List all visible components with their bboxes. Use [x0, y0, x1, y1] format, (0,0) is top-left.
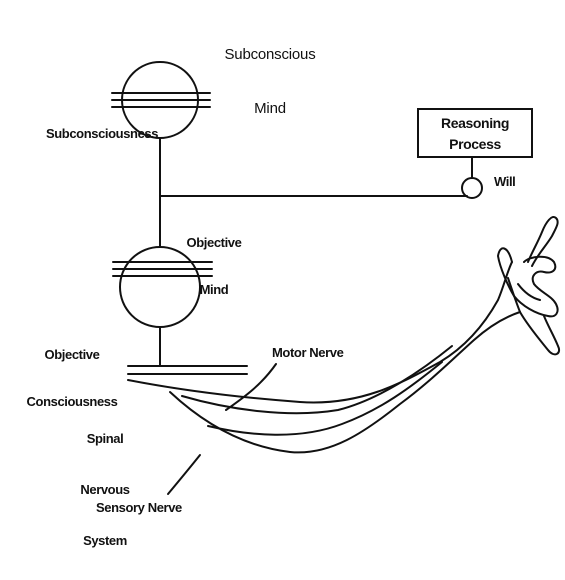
- sensory-nerve-label: Sensory Nerve: [96, 500, 182, 516]
- diagram-stage: Subconscious Mind Subconsciousness Reaso…: [0, 0, 565, 530]
- will-symbol: [462, 178, 482, 198]
- objective-mind-label: Objective Mind: [166, 204, 262, 329]
- objective-consciousness-label-line1: Objective: [2, 347, 142, 363]
- reasoning-process-label-line2: Process: [419, 136, 531, 152]
- arm-lower-contour: [170, 312, 520, 452]
- objective-mind-label-line1: Objective: [166, 235, 262, 251]
- motor-nerve-pointer: [226, 364, 276, 410]
- subconsciousness-label: Subconsciousness: [46, 126, 158, 142]
- objective-mind-label-line2: Mind: [166, 282, 262, 298]
- subconscious-mind-label-line1: Subconscious: [222, 46, 318, 64]
- reasoning-process-box: Reasoning Process: [417, 108, 533, 158]
- spinal-nervous-system-label: Spinal Nervous System: [60, 400, 150, 580]
- spinal-nervous-system-label-line1: Spinal: [60, 431, 150, 447]
- sensory-nerve-pointer: [168, 455, 200, 494]
- reasoning-process-label-line1: Reasoning: [419, 115, 531, 131]
- spinal-nervous-system-label-line3: System: [60, 533, 150, 549]
- subconscious-mind-label-line2: Mind: [222, 100, 318, 118]
- spinal-nervous-system-label-line2: Nervous: [60, 482, 150, 498]
- hand-detail: [508, 278, 540, 312]
- raised-finger: [528, 217, 558, 266]
- subconscious-mind-label: Subconscious Mind: [222, 10, 318, 154]
- motor-nerve-label: Motor Nerve: [272, 345, 343, 361]
- hand-outline: [498, 248, 559, 354]
- will-label: Will: [494, 174, 515, 190]
